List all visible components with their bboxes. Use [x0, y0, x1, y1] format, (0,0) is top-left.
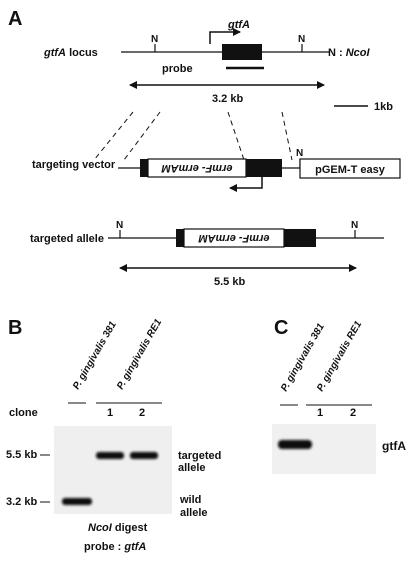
- clone-2-label: 2: [139, 407, 145, 419]
- locus-size-label: 3.2 kb: [212, 93, 243, 105]
- strain-re1-label: P. gingivalis RE1: [115, 317, 164, 392]
- lane-1-label: 1: [317, 407, 323, 419]
- enzyme-name: NcoI: [346, 47, 371, 59]
- targeting-vector-label: targeting vector: [32, 159, 116, 171]
- gtfa-gene-label: gtfA: [227, 19, 250, 31]
- ncoi-site-label: N: [116, 220, 123, 231]
- ncoi-site-label: N: [151, 34, 158, 45]
- strain-381-label: P. gingivalis 381: [71, 319, 119, 391]
- pgem-label: pGEM-T easy: [315, 164, 386, 176]
- targeted-allele-band-label-line1: targeted: [178, 450, 221, 462]
- dashed-line: [93, 111, 134, 161]
- probe-gene-name: gtfA: [123, 541, 146, 553]
- scale-label: 1kb: [374, 101, 393, 113]
- dashed-line: [227, 111, 245, 161]
- ncoi-site-label: N: [298, 34, 305, 45]
- probe-label: probe: [162, 63, 193, 75]
- allele-size-label: 5.5 kb: [214, 276, 245, 288]
- correspondence-lines: [93, 111, 293, 161]
- homology-arm-right: [284, 229, 316, 247]
- panel-c: C P. gingivalis 381 P. gingivalis RE1 1 …: [272, 317, 406, 474]
- band-clone-1-5-5kb: [96, 452, 124, 459]
- ncoi-site-label: N: [351, 220, 358, 231]
- homology-arm-right: [246, 159, 282, 177]
- ncoi-key: N : NcoI: [328, 47, 371, 59]
- digest-label: NcoI digest: [88, 522, 148, 534]
- panel-a-label: A: [8, 8, 22, 30]
- gtfa-locus-map: gtfA locus N N gtfA N : NcoI probe 3.2 k…: [43, 19, 393, 113]
- targeted-allele-label: targeted allele: [30, 233, 104, 245]
- homology-arm-left: [176, 229, 184, 247]
- panel-c-label: C: [274, 317, 288, 339]
- gtfa-promoter-arrow: [229, 177, 263, 192]
- band-gtfa-381: [278, 440, 312, 449]
- targeting-vector-map: targeting vector ermF- ermAM N pGEM-T ea…: [32, 148, 401, 192]
- clone-1-label: 1: [107, 407, 113, 419]
- panel-b: B P. gingivalis 381 P. gingivalis RE1 cl…: [6, 317, 221, 553]
- lane-2-label: 2: [350, 407, 356, 419]
- probe-caption: probe : gtfA: [84, 541, 146, 553]
- locus-word: locus: [69, 47, 98, 59]
- band-wild-type-3-2kb: [62, 498, 92, 505]
- cassette-label: ermF- ermAM: [161, 162, 233, 174]
- gtfa-band-label: gtfA: [382, 439, 406, 453]
- enzyme-name: NcoI: [88, 522, 113, 534]
- pgem-t-easy-box: [299, 158, 401, 179]
- band-clone-2-5-5kb: [130, 452, 158, 459]
- clone-label: clone: [9, 407, 38, 419]
- gtfa-gene-box: [222, 44, 262, 60]
- promoter-arrow: [209, 28, 241, 44]
- dashed-line: [123, 111, 161, 161]
- locus-label: gtfA locus: [43, 47, 98, 59]
- targeted-allele-band-label-line2: allele: [178, 462, 206, 474]
- ncoi-site-label: N: [296, 148, 303, 159]
- cassette-label: ermF- ermAM: [198, 232, 270, 244]
- targeted-allele-map: targeted allele N ermF- ermAM N 5.5 kb: [30, 220, 384, 288]
- marker-5-5kb: 5.5 kb: [6, 449, 37, 461]
- marker-3-2kb: 3.2 kb: [6, 496, 37, 508]
- homology-arm-left: [140, 159, 148, 177]
- locus-gene-name: gtfA: [43, 47, 66, 59]
- panel-b-label: B: [8, 317, 22, 339]
- panel-a: A gtfA locus N N gtfA N : NcoI probe 3.2…: [8, 8, 401, 288]
- dashed-line: [281, 111, 293, 161]
- wild-allele-band-label-line1: wild: [179, 494, 201, 506]
- wild-allele-band-label-line2: allele: [180, 507, 208, 519]
